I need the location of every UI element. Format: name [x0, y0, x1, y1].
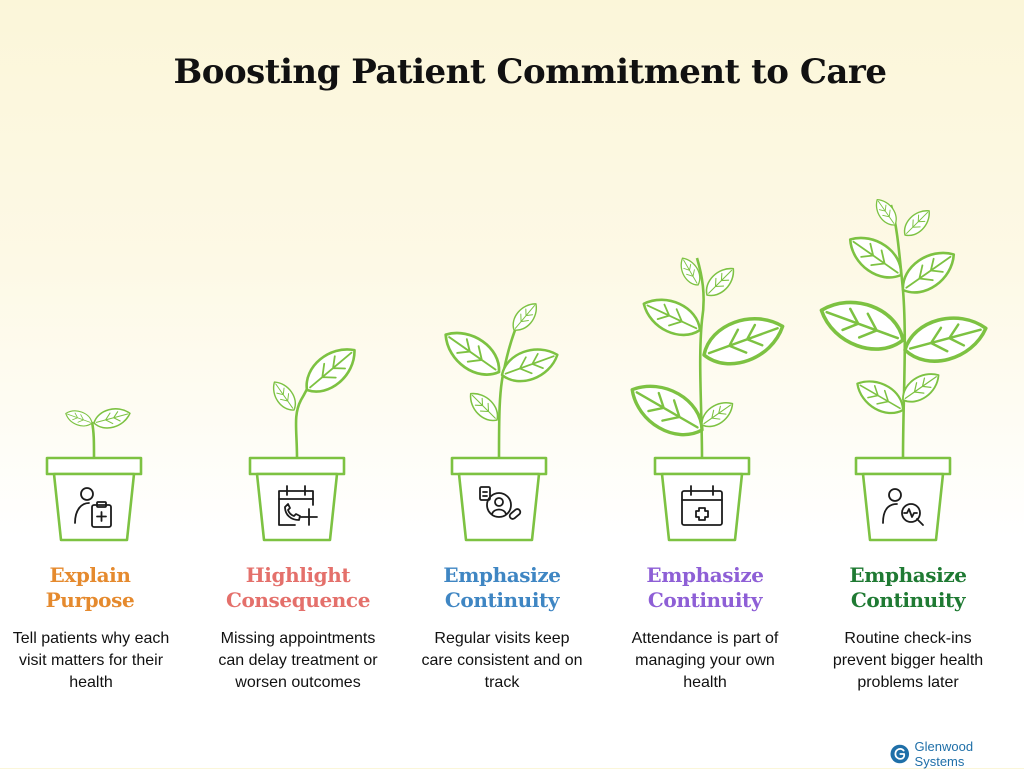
- patient-clipboard-icon: [74, 487, 112, 528]
- glenwood-logo-icon: [890, 744, 910, 764]
- step-1-description: Tell patients why each visit matters for…: [12, 630, 170, 691]
- plant-2: [248, 337, 366, 542]
- step-2-description: Missing appointments can delay treatment…: [218, 630, 378, 691]
- patient-record-icon: [479, 486, 522, 520]
- step-3-heading: Emphasize Continuity: [443, 563, 561, 612]
- plant-1: [45, 403, 143, 542]
- medical-calendar-icon: [681, 485, 723, 526]
- step-2-heading: Highlight Consequence: [225, 563, 371, 612]
- plant-5: [812, 194, 993, 542]
- step-4-heading: Emphasize Continuity: [646, 563, 764, 612]
- health-search-icon: [882, 488, 924, 526]
- calendar-phone-icon: [278, 485, 318, 526]
- step-4-description: Attendance is part of managing your own …: [631, 630, 779, 691]
- step-5-description: Routine check-ins prevent bigger health …: [832, 630, 984, 691]
- plant-4: [620, 253, 792, 542]
- plant-growth-illustration: [45, 194, 993, 542]
- step-5-heading: Emphasize Continuity: [849, 563, 967, 612]
- brand-name: Glenwood Systems: [914, 739, 974, 769]
- step-3-description: Regular visits keep care consistent and …: [421, 630, 583, 691]
- page-title: Boosting Patient Commitment to Care: [173, 52, 887, 92]
- plant-3: [435, 297, 564, 542]
- brand: Glenwood Systems: [890, 739, 1024, 769]
- step-1-heading: Explain Purpose: [45, 563, 135, 612]
